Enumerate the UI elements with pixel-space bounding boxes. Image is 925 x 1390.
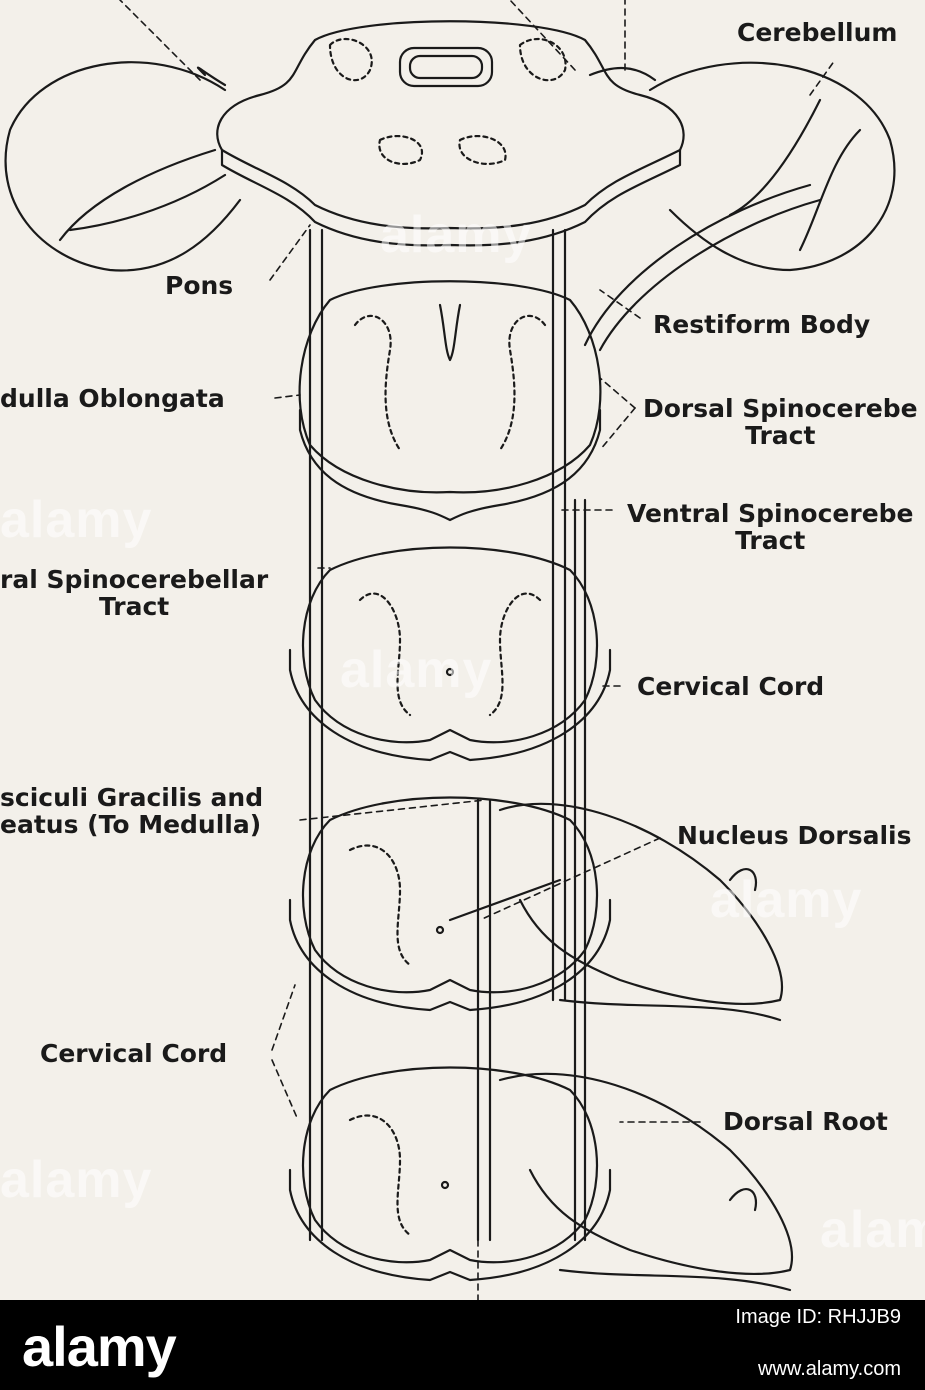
medulla-section xyxy=(298,280,602,494)
label-pons: Pons xyxy=(165,271,234,300)
label-cerebellum: Cerebellum xyxy=(737,18,898,47)
cervical-section-2 xyxy=(301,796,599,994)
watermark: alamy xyxy=(820,1201,925,1259)
spinal-cord-illustration xyxy=(4,0,896,1300)
stock-footer: alamy Image ID: RHJJB9 www.alamy.com xyxy=(0,1300,925,1390)
watermark: alamy xyxy=(340,641,493,699)
watermark: alamy xyxy=(710,871,863,929)
brand-logo: alamy xyxy=(22,1315,177,1378)
dorsal-root-ganglion-1 xyxy=(498,802,783,1005)
label-lateral-spinocerebellar-tract: ral Spinocerebellar Tract xyxy=(0,565,269,621)
cervical-section-3 xyxy=(301,1066,599,1264)
label-dorsal-root: Dorsal Root xyxy=(723,1107,888,1136)
restiform-body xyxy=(583,183,812,347)
label-cervical-cord: Cervical Cord xyxy=(637,672,825,701)
image-id: Image ID: RHJJB9 xyxy=(735,1306,901,1328)
label-ventral-spinocerebellar-tract: Ventral Spinocerebe Tract xyxy=(627,499,914,555)
pons-shape xyxy=(216,20,685,230)
dorsal-root-ganglion-2 xyxy=(498,1072,793,1275)
diagram-figure: Cerebellum Pons Restiform Body dulla Obl… xyxy=(0,0,925,1300)
cerebellum-right-lobe xyxy=(648,61,896,272)
watermark: alamy xyxy=(380,206,533,264)
watermark: alamy xyxy=(0,1151,153,1209)
cervical-section-1 xyxy=(301,546,599,744)
label-restiform-body: Restiform Body xyxy=(653,310,871,339)
label-cervical-cord-left: Cervical Cord xyxy=(40,1039,228,1068)
watermark: alamy xyxy=(0,491,153,549)
site-url: www.alamy.com xyxy=(758,1358,901,1380)
cerebellum-left-lobe xyxy=(4,61,242,272)
label-dorsal-spinocerebellar-tract: Dorsal Spinocerebe Tract xyxy=(643,394,918,450)
label-medulla-oblongata: dulla Oblongata xyxy=(0,384,225,413)
label-fasciculi-gracilis: sciculi Gracilis and eatus (To Medulla) xyxy=(0,783,264,839)
label-nucleus-dorsalis: Nucleus Dorsalis xyxy=(677,821,912,850)
